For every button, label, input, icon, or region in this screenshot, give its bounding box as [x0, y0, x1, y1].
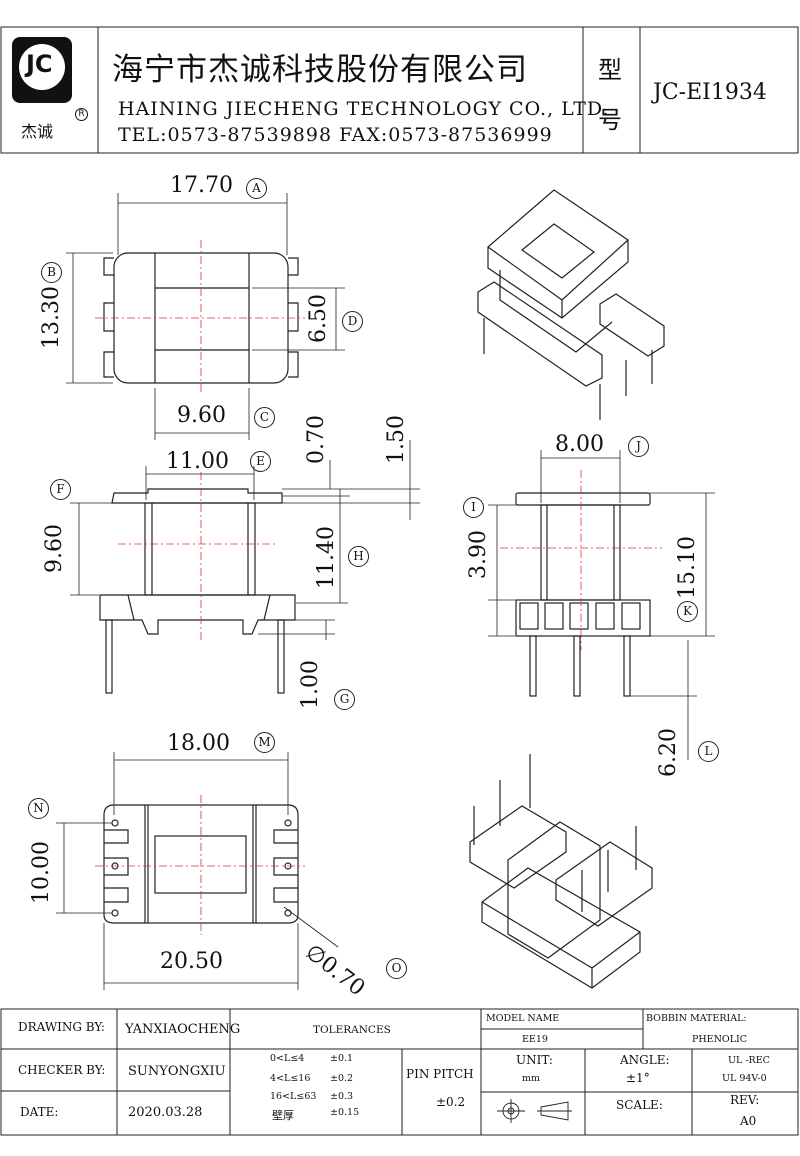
- drawing-by-label: DRAWING BY:: [18, 1020, 105, 1034]
- model-label-char-2: 号: [598, 106, 622, 134]
- dim-h-letter: H: [348, 545, 369, 567]
- date-value: 2020.03.28: [128, 1105, 203, 1120]
- checker-by-value: SUNYONGXIU: [128, 1064, 226, 1079]
- rev-label: REV:: [730, 1093, 760, 1107]
- rev-value: A0: [740, 1114, 757, 1128]
- dim-j-letter: J: [628, 435, 649, 457]
- date-label: DATE:: [20, 1105, 59, 1119]
- header-frame: [0, 26, 799, 154]
- model-number: JC-EI1934: [653, 80, 767, 105]
- company-name-cn: 海宁市杰诚科技股份有限公司: [112, 52, 528, 88]
- dim-m-letter: M: [254, 731, 275, 753]
- dim-j-value: 8.00: [555, 432, 604, 457]
- scale-label: SCALE:: [616, 1098, 663, 1112]
- tol-value-4: ±0.15: [330, 1107, 360, 1118]
- registered-mark-icon: R: [75, 108, 88, 121]
- ul-94v0: UL 94V-0: [722, 1073, 767, 1084]
- side-view: [515, 492, 651, 697]
- dim-n-letter: N: [28, 797, 49, 819]
- bottom-view-centerlines: [95, 795, 305, 935]
- bobbin-material-value: PHENOLIC: [692, 1034, 748, 1045]
- dim-r-value: 1.50: [383, 415, 409, 464]
- dim-f-letter: F: [50, 478, 71, 500]
- tol-value-3: ±0.3: [330, 1091, 354, 1102]
- ul-rec: UL -REC: [728, 1055, 770, 1066]
- side-view-centerlines: [500, 470, 662, 650]
- dim-p-value: 20.50: [160, 949, 223, 974]
- tol-value-1: ±0.1: [330, 1053, 354, 1064]
- dim-c-value: 9.60: [177, 403, 226, 428]
- dim-m-value: 18.00: [167, 731, 230, 756]
- title-block-frame: [0, 1008, 799, 1136]
- dim-d-value: 6.50: [305, 294, 331, 343]
- model-label-char-1: 型: [598, 56, 622, 84]
- drawing-by-value: YANXIAOCHENG: [125, 1022, 241, 1037]
- dim-g-value: 1.00: [297, 660, 323, 709]
- front-view: [99, 488, 296, 694]
- dim-n-value: 10.00: [28, 841, 54, 904]
- logo-caption: 杰诚: [21, 122, 54, 141]
- pin-pitch-label: PIN PITCH: [406, 1067, 474, 1081]
- bottom-view-dimlines: [56, 752, 339, 990]
- dim-g-letter: G: [334, 688, 355, 710]
- unit-value: mm: [522, 1073, 541, 1084]
- dim-a-letter: A: [246, 177, 267, 199]
- dim-e-letter: E: [250, 450, 271, 472]
- tol-range-3: 16<L≤63: [270, 1091, 317, 1102]
- iso-view-top: [477, 189, 665, 420]
- projection-symbol-icon: [497, 1099, 572, 1123]
- dim-i-value: 3.90: [465, 530, 491, 579]
- dim-i-letter: I: [463, 496, 484, 518]
- company-name-en: HAINING JIECHENG TECHNOLOGY CO., LTD.: [118, 98, 610, 120]
- tolerances-label: TOLERANCES: [313, 1024, 391, 1036]
- angle-label: ANGLE:: [620, 1053, 670, 1067]
- dim-h-value: 11.40: [313, 526, 339, 589]
- dim-k-value: 15.10: [674, 536, 700, 599]
- logo-mark: [12, 37, 72, 103]
- dim-e-value: 11.00: [166, 449, 229, 474]
- top-view-dimlines: [66, 193, 345, 440]
- side-view-dimlines: [488, 450, 715, 760]
- iso-view-bottom: [469, 754, 653, 989]
- tol-range-2: 4<L≤16: [270, 1073, 311, 1084]
- dim-f-value: 9.60: [41, 524, 67, 573]
- dim-c-letter: C: [254, 406, 275, 428]
- pin-pitch-value: ±0.2: [436, 1095, 466, 1109]
- dim-a-value: 17.70: [170, 173, 233, 198]
- bottom-view: [103, 804, 299, 924]
- model-name-label: MODEL NAME: [486, 1013, 560, 1024]
- tol-range-1: 0<L≤4: [270, 1053, 305, 1064]
- dim-b-value: 13.30: [38, 286, 64, 349]
- unit-label: UNIT:: [516, 1053, 553, 1067]
- front-view-centerlines: [118, 472, 278, 640]
- dim-b-letter: B: [41, 261, 62, 283]
- angle-value: ±1°: [626, 1071, 650, 1085]
- dim-k-letter: K: [677, 600, 698, 622]
- model-name-value: EE19: [522, 1034, 548, 1045]
- front-view-dimlines: [70, 440, 420, 640]
- bobbin-material-label: BOBBIN MATERIAL:: [646, 1013, 747, 1024]
- dim-o-letter: O: [386, 957, 407, 979]
- dim-l-letter: L: [698, 740, 719, 762]
- company-contact: TEL:0573-87539898 FAX:0573-87536999: [118, 124, 553, 146]
- checker-by-label: CHECKER BY:: [18, 1063, 106, 1077]
- dim-q-value: 0.70: [303, 415, 329, 464]
- tol-value-2: ±0.2: [330, 1073, 354, 1084]
- dim-l-value: 6.20: [655, 728, 681, 777]
- logo-text: JC: [26, 50, 53, 78]
- tol-range-4: 壁厚: [272, 1109, 294, 1122]
- top-view-centerlines: [95, 240, 305, 395]
- dim-d-letter: D: [342, 310, 363, 332]
